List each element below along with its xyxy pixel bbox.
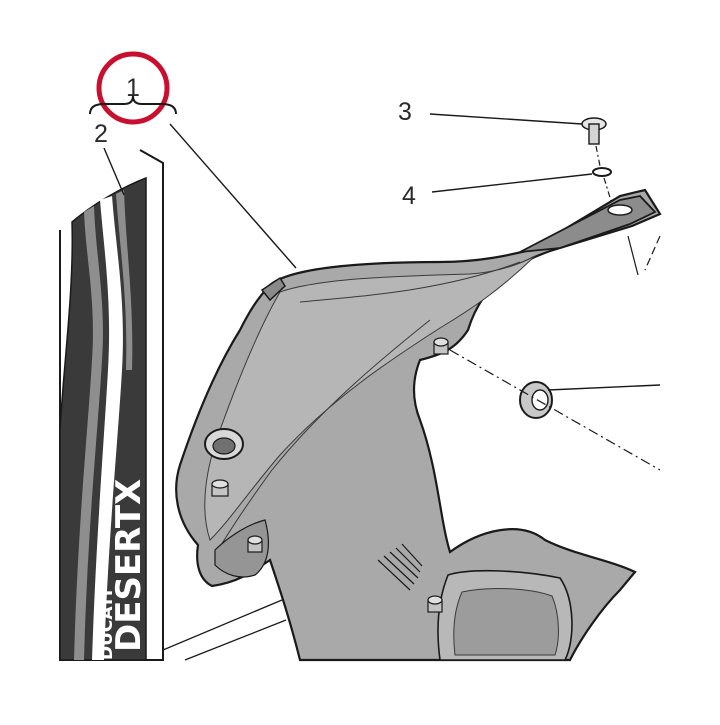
decal-model-text: DESERTX: [109, 479, 149, 652]
fairing-ribs: [377, 543, 423, 591]
screw-part: [581, 117, 607, 145]
callout-4-group: 4: [402, 167, 612, 210]
callout-1-leader: [169, 123, 297, 269]
mount-arm-hole: [607, 204, 633, 216]
continuation-line-b: [644, 235, 661, 271]
decal-grey-stripe-2: [116, 190, 133, 370]
grommet-part: [519, 381, 553, 419]
highlight-circle: [96, 51, 170, 125]
fairing-stud-lower: [427, 595, 443, 613]
decal-white-stripe: [92, 196, 123, 660]
callout-2-leader: [103, 147, 125, 196]
fairing-top-slot: [260, 276, 286, 302]
fairing-stud-bottom: [247, 535, 263, 553]
callout-1-label: 1: [126, 74, 140, 102]
decal-grey-stripe: [74, 206, 103, 660]
fairing-stud-right: [433, 337, 449, 355]
continuation-line-a: [627, 235, 639, 276]
callout-1-brace: [89, 95, 177, 115]
fairing-stud-left: [211, 479, 229, 497]
callout-3-leader: [429, 113, 583, 125]
assembly-axis-washer: [603, 177, 613, 205]
grommet-assembly-axis: [449, 349, 661, 471]
decal-sticker: DESERTX DUCATI: [59, 149, 164, 661]
callout-1-group: 1: [89, 51, 297, 269]
callout-2-group: 2: [94, 120, 125, 196]
lower-leader-b: [184, 619, 287, 661]
fairing-crease: [299, 261, 521, 303]
grommet-leader: [547, 384, 661, 391]
assembly-axis-screw: [595, 145, 601, 167]
callout-4-label: 4: [402, 182, 416, 210]
callout-3-group: 3: [398, 98, 607, 145]
fairing-left-recess: [214, 519, 269, 578]
washer-part: [592, 167, 612, 177]
fairing-lower-bay-inner: [453, 588, 559, 656]
callout-2-label: 2: [94, 120, 108, 148]
decal-brand-text: DUCATI: [97, 590, 117, 660]
fairing-port-inner: [212, 437, 236, 455]
front-fairing: [175, 188, 662, 662]
fairing-ridge: [214, 319, 431, 556]
lower-leader-a: [162, 599, 283, 651]
callout-4-leader: [431, 173, 593, 193]
callout-3-label: 3: [398, 98, 412, 126]
